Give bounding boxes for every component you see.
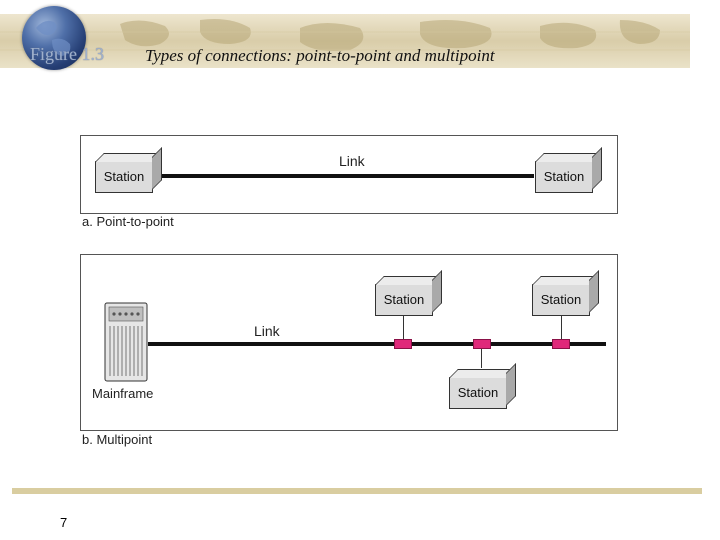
slide-title: Types of connections: point-to-point and…: [145, 46, 495, 65]
station-bottom: Station: [449, 377, 507, 409]
page-number: 7: [60, 515, 68, 530]
station-label: Station: [383, 292, 425, 307]
tap-connector: [394, 339, 412, 349]
mainframe-icon: [104, 302, 148, 382]
drop-line-station-2: [561, 316, 562, 342]
station-label: Station: [540, 292, 582, 307]
station-label: Station: [103, 169, 145, 184]
world-map-background: [0, 19, 690, 51]
station-label: Station: [543, 169, 585, 184]
point-to-point-caption: a. Point-to-point: [82, 214, 174, 229]
drop-line-station-3: [481, 346, 482, 368]
station-top-2: Station: [532, 284, 590, 316]
mainframe-label: Mainframe: [92, 386, 154, 401]
station-top-1: Station: [375, 284, 433, 316]
header-band: [0, 14, 690, 68]
point-to-point-link-line: [162, 174, 534, 178]
drop-line-station-1: [403, 316, 404, 342]
tap-connector: [473, 339, 491, 349]
globe-icon: [22, 6, 86, 70]
multipoint-caption: b. Multipoint: [82, 432, 153, 447]
station-right: Station: [535, 161, 593, 193]
tap-connector: [552, 339, 570, 349]
link-label: Link: [339, 153, 365, 169]
station-label: Station: [457, 385, 499, 400]
figure-label: Figure 1.3: [30, 44, 104, 64]
station-left: Station: [95, 161, 153, 193]
bottom-rule: [12, 488, 702, 494]
link-label: Link: [254, 323, 280, 339]
multipoint-link-line: [148, 342, 606, 346]
